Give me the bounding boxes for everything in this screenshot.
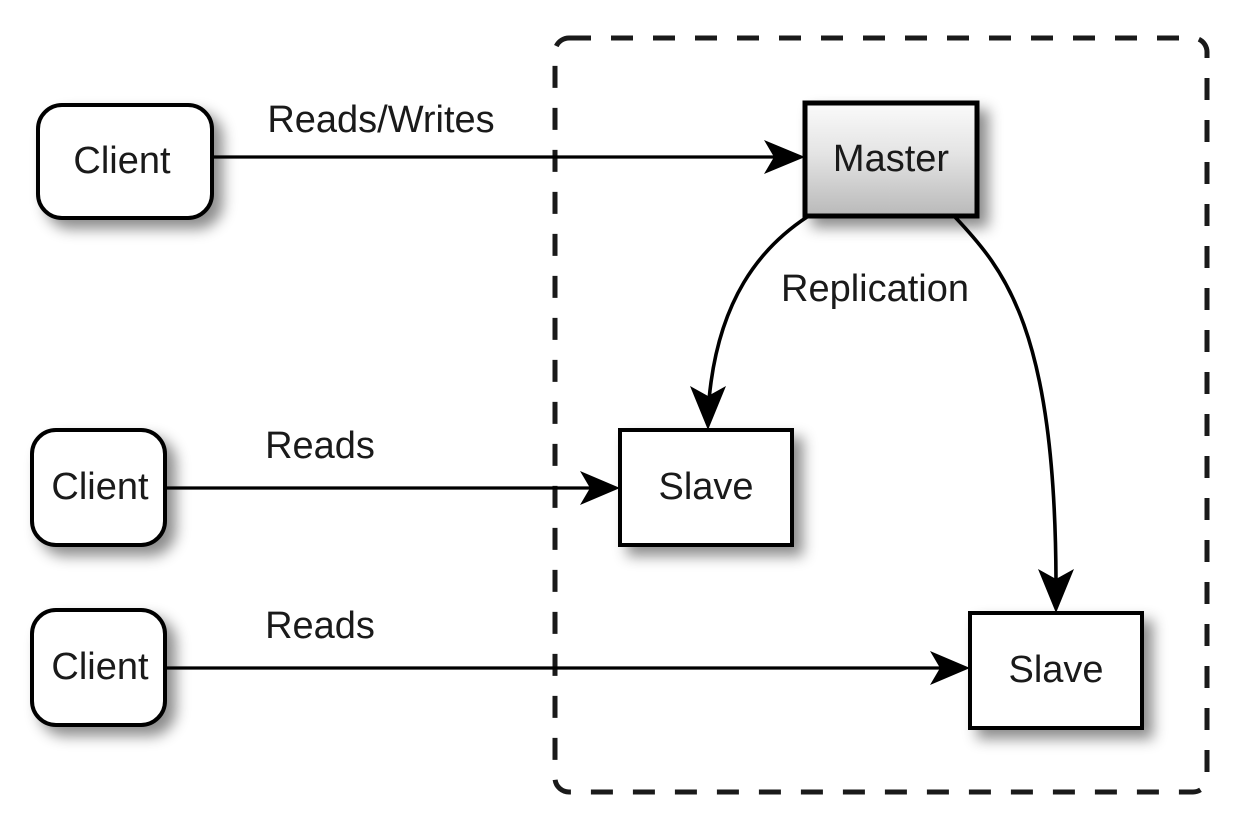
client-2-label: Client	[51, 466, 149, 508]
slave-1-label: Slave	[658, 466, 753, 508]
master-shape[interactable]	[802, 100, 980, 219]
edge-client3-slave2-label: Reads	[265, 605, 375, 647]
slave-1-shape[interactable]	[618, 428, 794, 547]
edge-master-slave2-curve	[953, 215, 1058, 581]
client-1-shape[interactable]	[36, 103, 214, 220]
edge-master-slave1-label: Replication	[781, 268, 969, 310]
edge-client3-slave2: Reads	[165, 605, 970, 685]
arrowhead-into-slave2-icon	[1038, 569, 1074, 613]
edge-client2-slave1-label: Reads	[265, 425, 375, 467]
arrowhead-into-slave1-icon	[690, 386, 726, 430]
client-3-node[interactable]: Client	[30, 608, 167, 727]
replication-boundary	[552, 35, 1210, 795]
client-3-label: Client	[51, 646, 149, 688]
slave-2-node[interactable]: Slave	[968, 611, 1144, 730]
arrowhead-into-master-icon	[764, 140, 805, 174]
master-node[interactable]: Master	[802, 100, 980, 219]
arrowhead-client2-into-slave1-icon	[580, 471, 620, 505]
arrowhead-client3-into-slave2-icon	[930, 651, 970, 685]
slave-1-node[interactable]: Slave	[618, 428, 794, 547]
client-1-node[interactable]: Client	[36, 103, 214, 220]
slave-2-shape[interactable]	[968, 611, 1144, 730]
client-1-label: Client	[73, 140, 171, 182]
client-2-node[interactable]: Client	[30, 428, 167, 547]
slave-2-label: Slave	[1008, 649, 1103, 691]
edge-master-slave2	[953, 215, 1074, 613]
edge-client2-slave1: Reads	[165, 425, 620, 505]
edge-client1-master: Reads/Writes	[212, 99, 805, 174]
master-label: Master	[833, 138, 949, 180]
edge-master-slave1: Replication	[690, 215, 969, 430]
edge-client1-master-label: Reads/Writes	[267, 99, 494, 141]
edge-master-slave1-curve	[707, 215, 808, 401]
